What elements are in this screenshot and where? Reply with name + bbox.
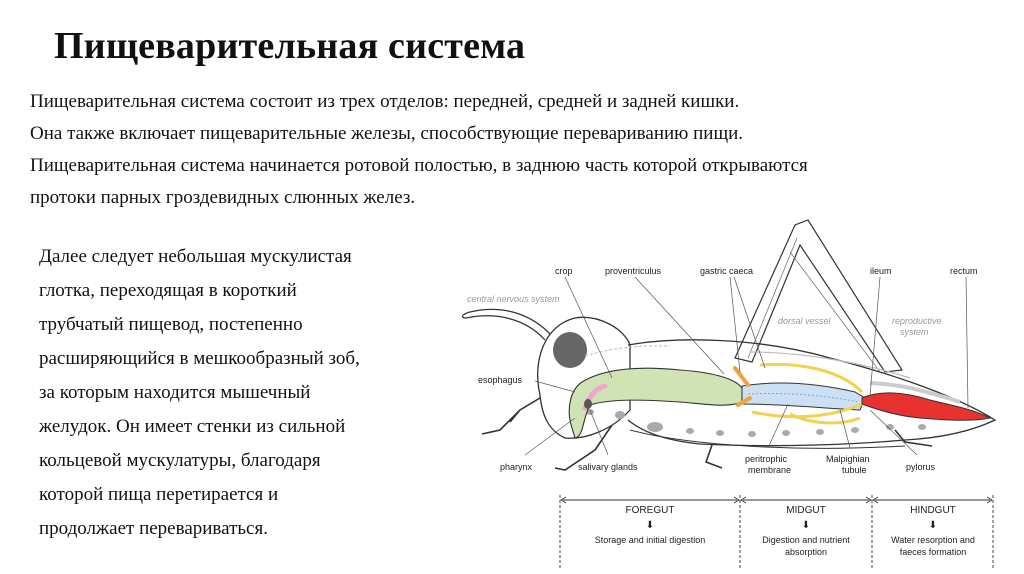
section-desc-midgut: Digestion and nutrient xyxy=(762,535,850,545)
section-desc-foregut: Storage and initial digestion xyxy=(595,535,706,545)
section-title-foregut: FOREGUT xyxy=(626,505,675,516)
label-esophagus: esophagus xyxy=(478,375,523,385)
label-pharynx: pharynx xyxy=(500,462,533,472)
label-crop: crop xyxy=(555,266,573,276)
label-system: system xyxy=(900,327,929,337)
down-arrow-icon: ⬇ xyxy=(929,520,937,531)
label-peritrophic: peritrophic xyxy=(745,454,788,464)
side-line: расширяющийся в мешкообразный зоб, xyxy=(39,342,439,376)
label-dorsal-vessel: dorsal vessel xyxy=(778,316,832,326)
slide-title: Пищеварительная система xyxy=(54,24,525,68)
midgut xyxy=(742,383,865,410)
label-tubule: tubule xyxy=(842,465,867,475)
grasshopper-digestive-diagram: crop proventriculus gastric caeca ileum … xyxy=(440,210,1024,574)
side-line: глотка, переходящая в короткий xyxy=(39,274,439,308)
front-leg xyxy=(482,395,545,434)
label-membrane: membrane xyxy=(748,465,791,475)
down-arrow-icon: ⬇ xyxy=(646,520,654,531)
label-rectum: rectum xyxy=(950,266,978,276)
side-line: за которым находится мышечный xyxy=(39,376,439,410)
section-desc-hindgut: faeces formation xyxy=(900,547,967,557)
label-pylorus: pylorus xyxy=(906,462,936,472)
intro-line: Пищеварительная система начинается ротов… xyxy=(30,150,1010,182)
eye xyxy=(553,332,587,368)
side-line: трубчатый пищевод, постепенно xyxy=(39,308,439,342)
salivary-gland-body xyxy=(584,399,592,409)
label-reproductive: reproductive xyxy=(892,316,942,326)
label-gastric-caeca: gastric caeca xyxy=(700,266,753,276)
label-malpighian: Malpighian xyxy=(826,454,870,464)
label-ileum: ileum xyxy=(870,266,892,276)
side-paragraph: Далее следует небольшая мускулистая глот… xyxy=(39,240,439,546)
label-central-nervous-system: central nervous system xyxy=(467,294,560,304)
side-line: кольцевой мускулатуры, благодаря xyxy=(39,444,439,478)
side-line: продолжает перевариваться. xyxy=(39,512,439,546)
down-arrow-icon: ⬇ xyxy=(802,520,810,531)
intro-line: Она также включает пищеварительные желез… xyxy=(30,118,1010,150)
side-line: желудок. Он имеет стенки из сильной xyxy=(39,410,439,444)
section-title-hindgut: HINDGUT xyxy=(910,505,956,516)
leg-foot xyxy=(706,445,722,468)
side-line: Далее следует небольшая мускулистая xyxy=(39,240,439,274)
section-desc-hindgut: Water resorption and xyxy=(891,535,975,545)
side-line: которой пища перетирается и xyxy=(39,478,439,512)
section-title-midgut: MIDGUT xyxy=(786,505,825,516)
section-desc-midgut: absorption xyxy=(785,547,827,557)
antenna xyxy=(463,309,552,340)
label-salivary-glands: salivary glands xyxy=(578,462,638,472)
hind-leg xyxy=(735,220,902,372)
intro-line: Пищеварительная система состоит из трех … xyxy=(30,86,1010,118)
intro-paragraph: Пищеварительная система состоит из трех … xyxy=(30,86,1010,214)
label-proventriculus: proventriculus xyxy=(605,266,662,276)
